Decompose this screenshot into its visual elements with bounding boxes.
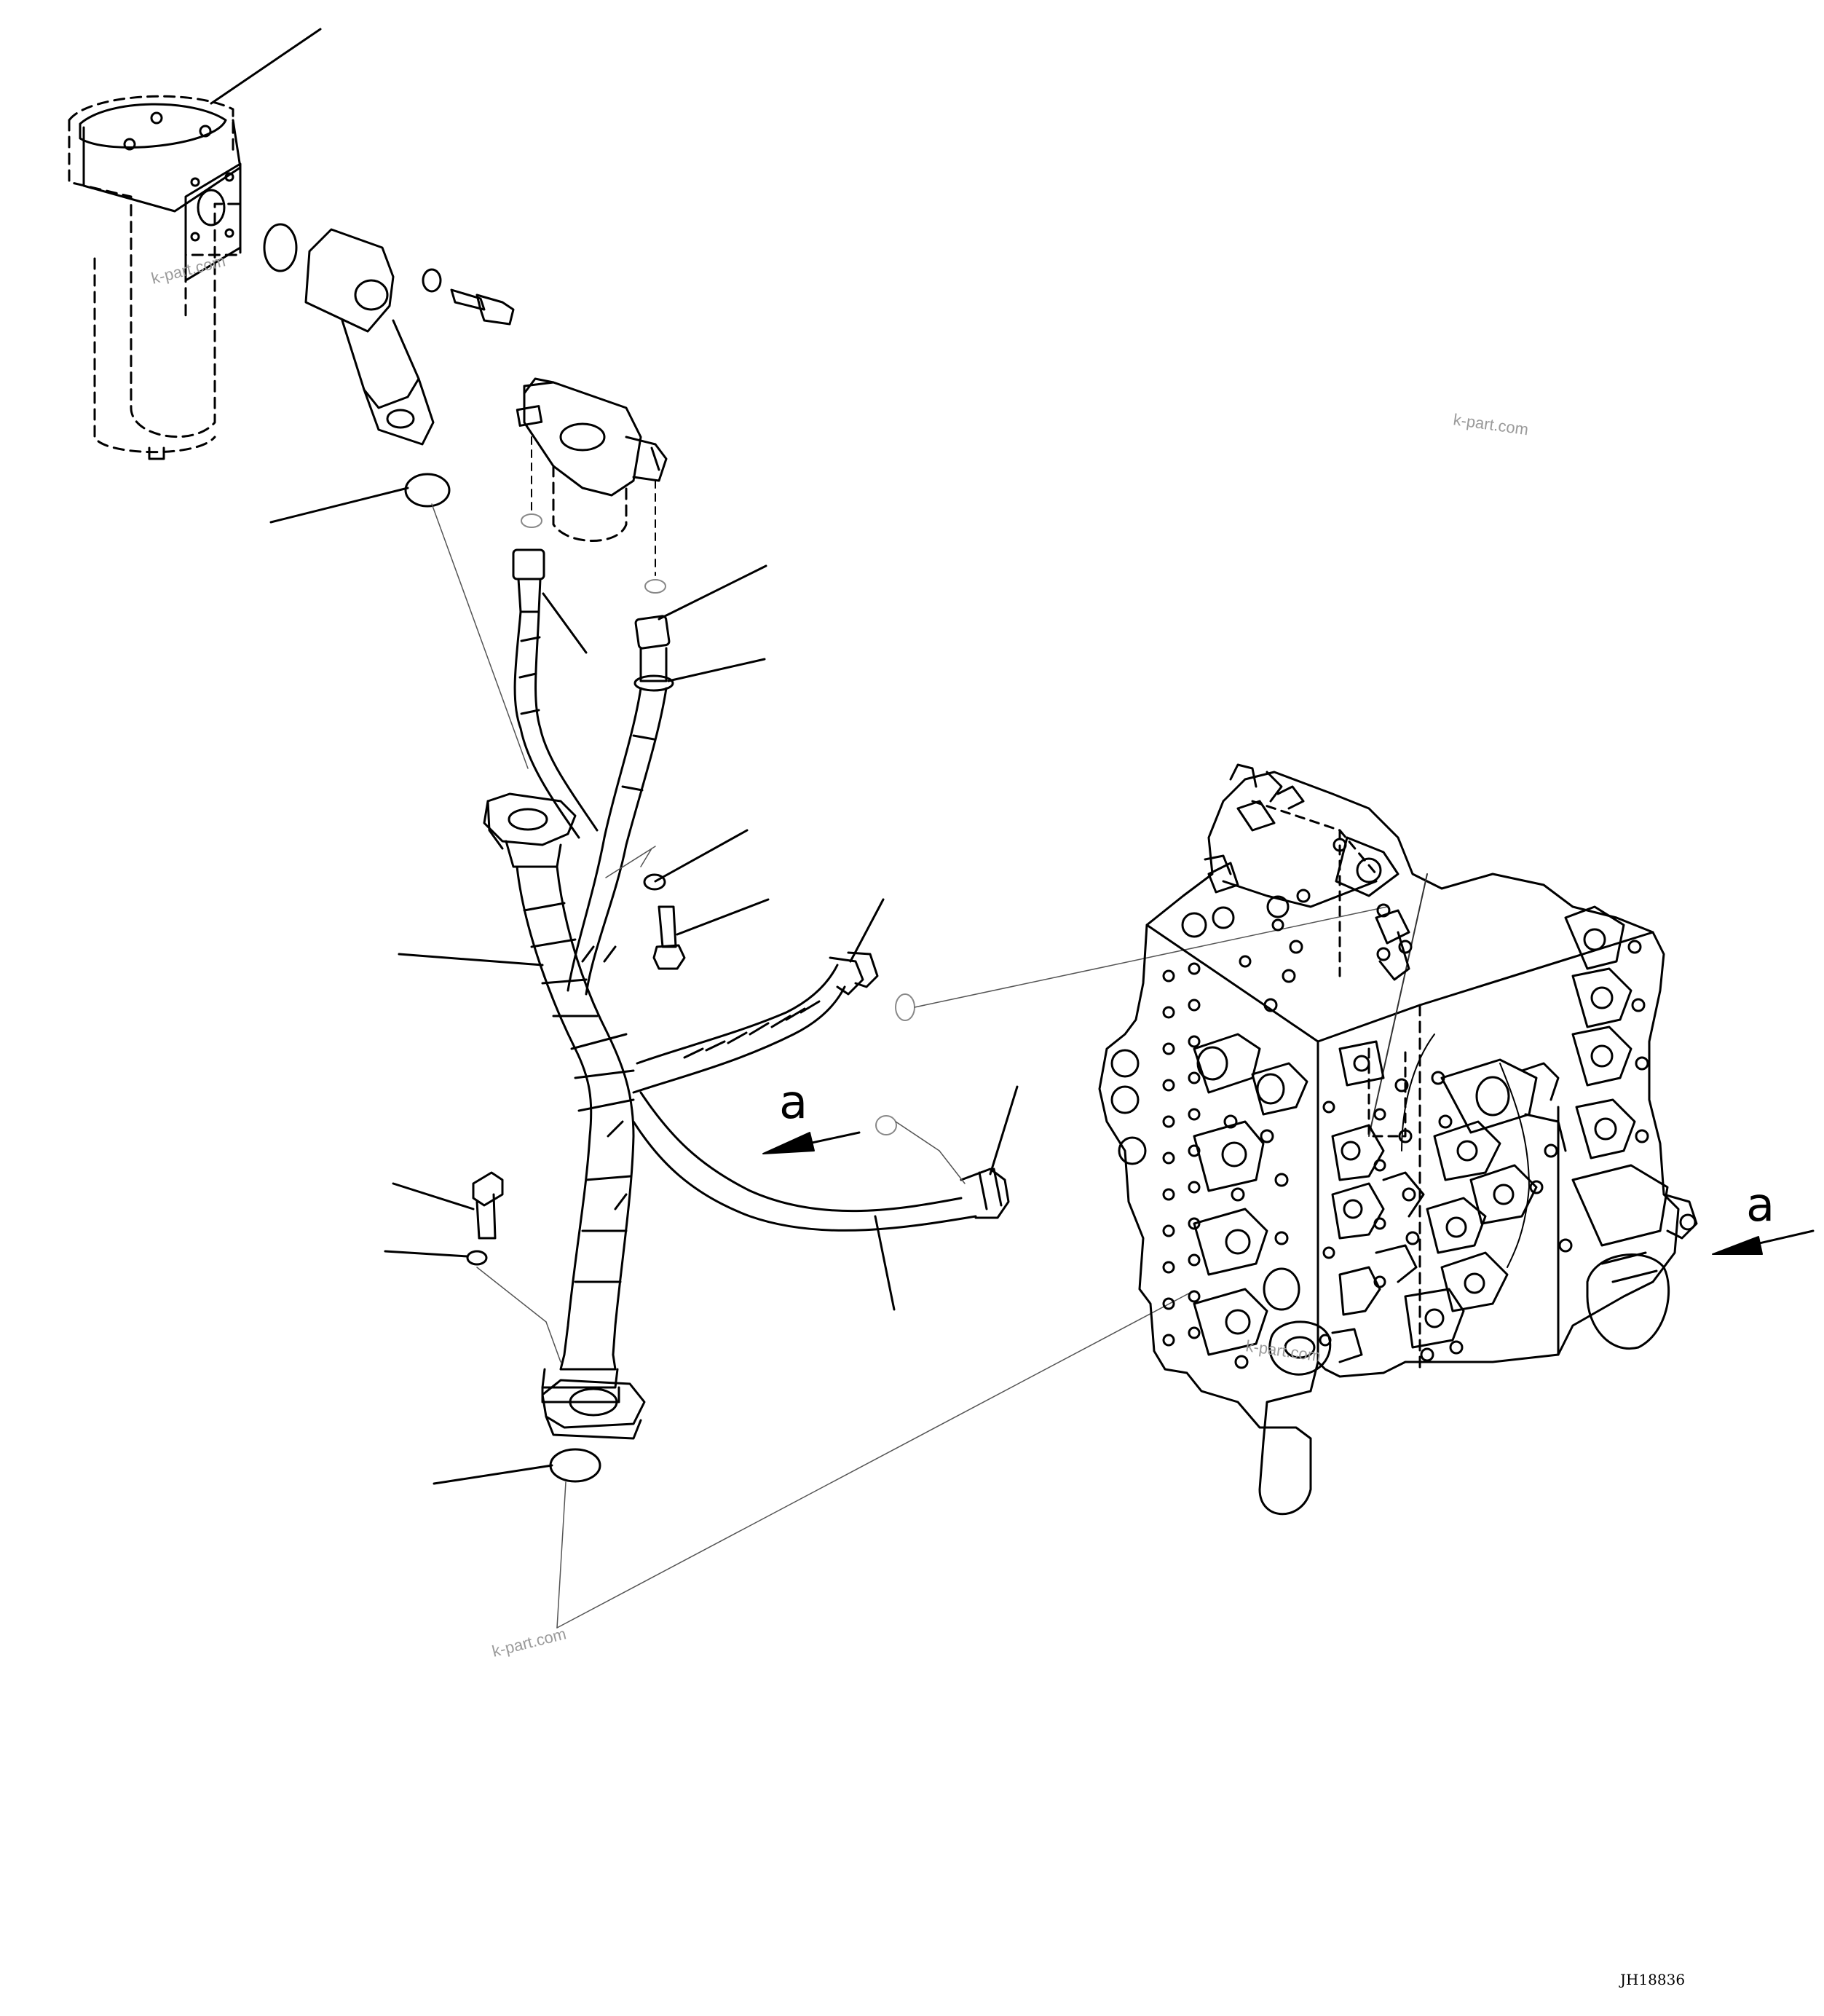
bolt-mid — [652, 905, 686, 970]
o-ring-flange-top — [404, 473, 451, 508]
washer-mid — [643, 873, 666, 891]
main-control-valve — [1098, 763, 1698, 1516]
valve-spools-left — [1193, 1033, 1308, 1369]
hose-long — [632, 1091, 1010, 1232]
valve-top — [1204, 763, 1413, 1012]
o-ring-small-2 — [644, 579, 666, 594]
o-ring-small-1 — [521, 513, 542, 528]
flange-bottom — [541, 1379, 646, 1440]
valve-ports-left — [1110, 906, 1235, 1347]
filter-assembly — [68, 95, 242, 460]
connection-lines — [431, 503, 1388, 1629]
washer-filter — [422, 268, 442, 293]
flange-top — [486, 800, 504, 850]
valve-center — [1319, 1040, 1385, 1347]
leader-filter — [210, 28, 322, 105]
drawing-code: JH18836 — [1619, 1971, 1685, 1988]
leader-lines — [269, 487, 1019, 1485]
hose-upper-left — [512, 548, 599, 839]
valve-block-small — [516, 377, 668, 576]
o-ring-bottom — [549, 1448, 601, 1483]
bolt-filter — [450, 288, 515, 326]
callout-letter-right: a — [1746, 1178, 1774, 1232]
o-ring-right-1 — [895, 993, 915, 1021]
watermark-4: k-part.com — [490, 1624, 568, 1660]
watermark-2: k-part.com — [1452, 410, 1529, 438]
hose-main — [483, 792, 635, 1403]
o-ring-right-2 — [875, 1115, 897, 1135]
o-ring-filter — [263, 223, 298, 272]
elbow-flange — [304, 228, 435, 446]
hose-upper-right — [566, 615, 674, 996]
callout-letter-left: a — [779, 1076, 808, 1130]
hose-branch — [632, 951, 879, 1094]
valve-eye-bolt — [1268, 1320, 1363, 1376]
callout-arrow-right — [1712, 1229, 1815, 1255]
valve-spools-right — [1373, 905, 1698, 1362]
washer-lower — [466, 1250, 488, 1266]
bolt-lower — [472, 1171, 504, 1240]
callout-arrow-left — [762, 1131, 861, 1154]
